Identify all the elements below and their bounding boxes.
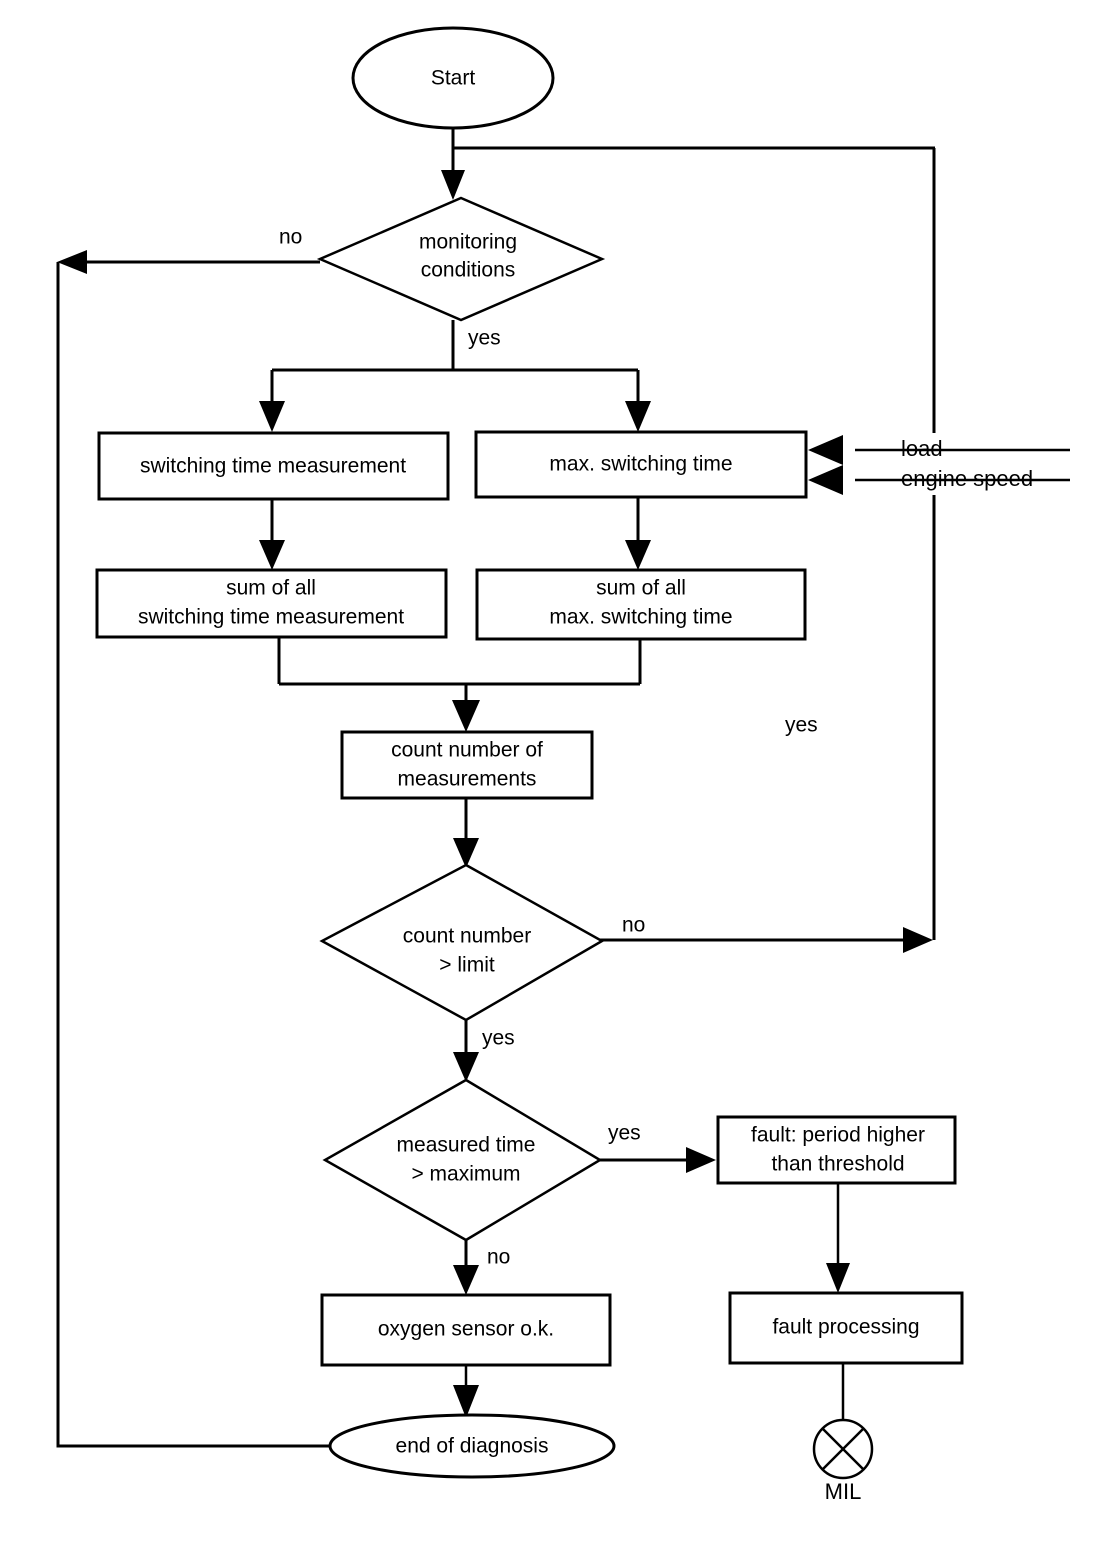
input-label-load: load [901,436,943,461]
arrowhead-sum-switching [259,540,285,570]
node-sum-max-switching-time[interactable] [475,568,807,641]
node-measured-time-maximum-label-1: measured time [397,1134,536,1157]
node-mil-symbol[interactable] [812,1418,874,1480]
edge-label-loop-yes: yes [785,714,818,737]
node-count-number-limit[interactable] [319,863,605,1022]
node-monitoring-conditions-label-1: monitoring [419,231,517,254]
node-sum-switching-time-measurement-label-2: switching time measurement [138,606,404,629]
arrowhead-switching-time-measurement [259,401,285,432]
node-fault-period-higher[interactable] [716,1115,957,1185]
edge-label-measured-yes: yes [608,1122,641,1145]
node-start-label: Start [431,67,476,90]
arrowhead-load-input [808,435,843,465]
edge-label-monitoring-yes: yes [468,327,501,350]
node-oxygen-sensor-ok-label: oxygen sensor o.k. [378,1318,554,1341]
node-count-number-of-measurements-label-1: count number of [391,739,543,762]
node-measured-time-maximum-label-2: > maximum [411,1163,520,1186]
edge-left-rail [56,262,332,1448]
arrowhead-oxygen-sensor [453,1265,479,1295]
mil-cross-stroke-2 [821,1427,865,1471]
arrowhead-fault-box [686,1147,716,1173]
node-max-switching-time-label: max. switching time [549,453,732,476]
node-sum-switching-time-measurement-label-1: sum of all [226,577,316,600]
input-label-engine-speed: engine speed [901,466,1033,491]
arrowhead-max-switching-time [625,401,651,432]
node-sum-max-switching-time-label-2: max. switching time [549,606,732,629]
node-fault-period-higher-label-2: than threshold [771,1153,904,1176]
node-measured-time-maximum[interactable] [322,1078,603,1242]
node-fault-processing[interactable] [728,1291,964,1365]
arrowhead-fault-processing [826,1263,850,1293]
node-monitoring-conditions-label-2: conditions [421,259,516,282]
arrowhead-count-diamond [453,838,479,868]
node-switching-time-measurement-label: switching time measurement [140,455,406,478]
node-count-number-of-measurements[interactable] [340,730,594,800]
arrowhead-count-no [903,927,933,953]
node-max-switching-time[interactable] [474,430,808,499]
edge-label-measured-no: no [487,1246,510,1269]
arrowhead-measured-diamond [453,1052,479,1082]
node-count-number-of-measurements-label-2: measurements [398,768,537,791]
edge-label-count-no: no [622,914,645,937]
node-count-number-limit-label-1: count number [403,925,531,948]
node-sum-max-switching-time-label-1: sum of all [596,577,686,600]
node-end-of-diagnosis-label: end of diagnosis [396,1435,549,1458]
node-mil-label: MIL [825,1479,862,1504]
arrowhead-sum-max [625,540,651,570]
node-oxygen-sensor-ok[interactable] [320,1293,612,1367]
node-sum-switching-time-measurement[interactable] [95,568,448,639]
node-switching-time-measurement[interactable] [97,431,450,501]
node-fault-period-higher-label-1: fault: period higher [751,1124,925,1147]
arrowhead-monitoring-no [57,250,87,274]
arrowhead-count-measurements [452,700,480,732]
node-fault-processing-label: fault processing [772,1316,919,1339]
edge-label-monitoring-no: no [279,226,302,249]
node-start[interactable] [351,26,555,130]
node-end-of-diagnosis[interactable] [328,1413,616,1479]
arrowhead-monitoring-in [441,170,465,200]
edge-label-count-yes: yes [482,1027,515,1050]
node-monitoring-conditions[interactable] [316,196,606,322]
arrowhead-end-of-diagnosis [453,1385,479,1418]
arrowhead-engine-speed-input [808,465,843,495]
node-count-number-limit-label-2: > limit [439,954,495,977]
